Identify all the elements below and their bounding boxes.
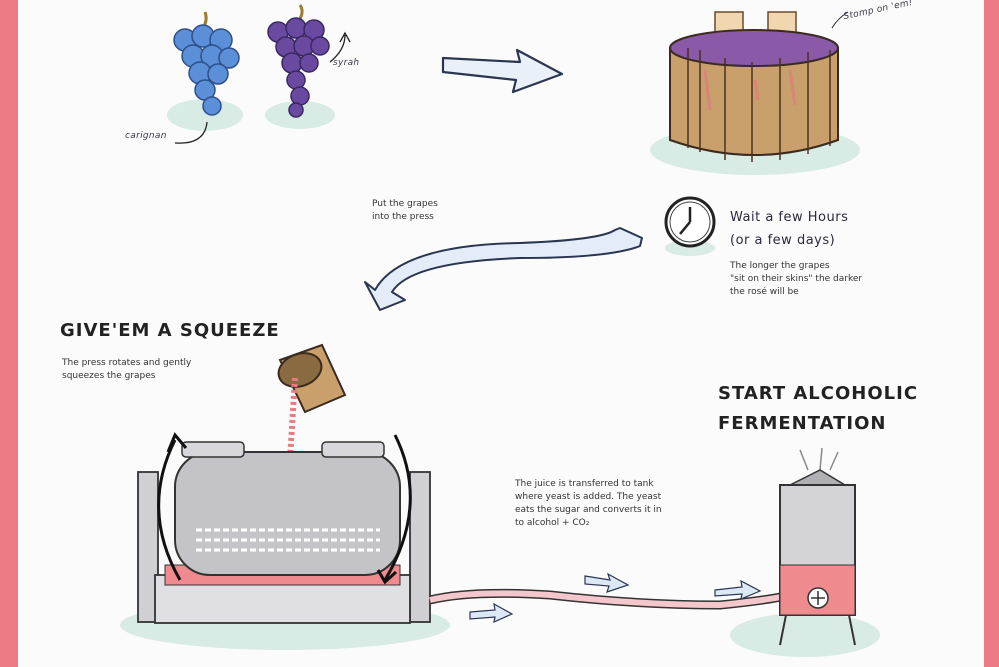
- stomp-pointer: [831, 11, 849, 29]
- tank-shadow: [730, 613, 880, 657]
- wait-title-line2: (or a few days): [730, 233, 836, 248]
- squeeze-heading: GIVE'EM A SQUEEZE: [60, 320, 280, 341]
- wait-title-line1: Wait a few Hours: [730, 210, 849, 225]
- right-border: [984, 0, 999, 667]
- flow-arrow-icon: [584, 572, 630, 593]
- squeeze-note: The press rotates and gently squeezes th…: [62, 358, 192, 381]
- syrah-label: syrah: [333, 58, 360, 68]
- flow-arrow-icon-2: [469, 602, 514, 624]
- ferment-heading-line2: FERMENTATION: [718, 413, 887, 434]
- wait-note: The longer the grapes "sit on their skin…: [730, 261, 863, 297]
- bucket-icon: [277, 343, 347, 461]
- syrah-pointer: [329, 31, 351, 63]
- stomping-vat-icon: [669, 11, 839, 162]
- ferment-heading-line1: START ALCOHOLIC: [718, 383, 919, 404]
- clock-icon: [664, 196, 716, 248]
- syrah-grapes-icon: [267, 4, 330, 118]
- wine-press-icon: [137, 432, 431, 624]
- juice-note: The juice is transferred to tank where y…: [515, 479, 662, 528]
- carignan-label: carignan: [125, 131, 167, 141]
- left-border: [0, 0, 18, 667]
- fermentation-tank-icon: [779, 447, 856, 646]
- put-press-note: Put the grapes into the press: [372, 199, 438, 222]
- arrow-right-icon: [441, 48, 564, 94]
- carignan-pointer: [174, 121, 208, 144]
- flow-arrow-icon-3: [714, 579, 762, 600]
- curved-arrow-icon: [364, 227, 643, 311]
- carignan-grapes-icon: [173, 11, 240, 116]
- carignan-shadow: [167, 99, 243, 131]
